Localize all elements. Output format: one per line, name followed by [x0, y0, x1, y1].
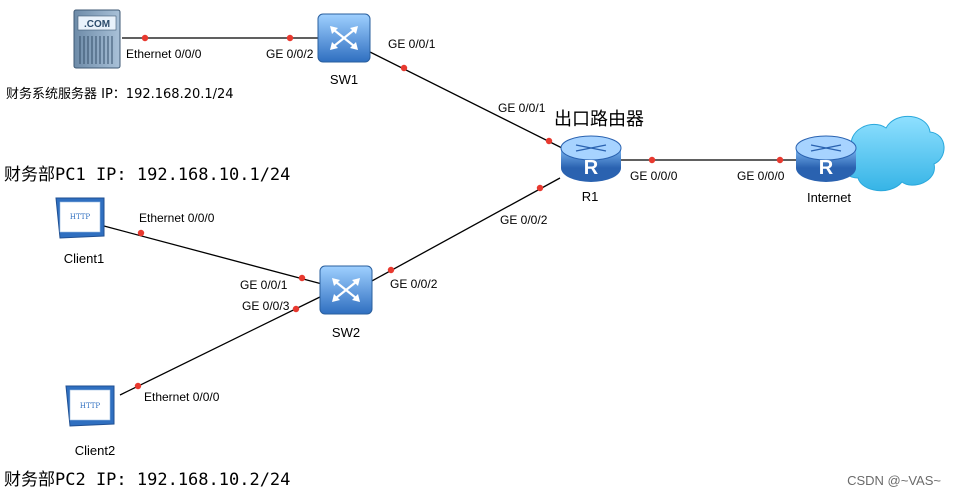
watermark: CSDN @~VAS~	[847, 473, 941, 488]
client-icon-client2[interactable]: HTTP	[65, 385, 115, 427]
router-icon-r1[interactable]: R	[560, 135, 622, 182]
sw1-label: SW1	[330, 72, 358, 87]
port-label: GE 0/0/2	[390, 277, 438, 291]
port-dot	[536, 184, 544, 192]
port-label: GE 0/0/1	[240, 278, 288, 292]
pc2-ip-note: 财务部PC2 IP: 192.168.10.2/24	[4, 470, 290, 490]
port-dot	[387, 266, 395, 274]
port-dot	[137, 229, 145, 237]
port-label: GE 0/0/1	[498, 101, 546, 115]
cloud-icon	[841, 115, 945, 192]
client-screen-text: HTTP	[80, 402, 101, 410]
port-label: GE 0/0/0	[737, 169, 785, 183]
pc1-ip-note: 财务部PC1 IP: 192.168.10.1/24	[4, 165, 290, 185]
port-dot	[134, 382, 142, 390]
switch-icon-sw2[interactable]	[319, 265, 373, 315]
port-label: GE 0/0/2	[266, 47, 314, 61]
server-icon[interactable]: .COM	[73, 9, 121, 69]
router-icon-internet[interactable]: R	[795, 135, 857, 182]
client1-label: Client1	[64, 251, 104, 266]
port-dot	[648, 156, 656, 164]
r1-label: R1	[582, 189, 599, 204]
link-client1-sw2	[103, 225, 323, 285]
port-label: GE 0/0/0	[630, 169, 678, 183]
router-glyph: R	[584, 157, 599, 179]
client-screen-text: HTTP	[70, 213, 91, 221]
link-r1-sw2	[369, 177, 561, 283]
port-dot	[400, 64, 408, 72]
port-label: Ethernet 0/0/0	[139, 211, 215, 225]
port-label: Ethernet 0/0/0	[126, 47, 202, 61]
port-dot	[545, 137, 553, 145]
server-ip-note: 财务系统服务器 IP：192.168.20.1/24	[6, 86, 234, 102]
router-glyph: R	[819, 157, 834, 179]
link-client2-sw2	[119, 295, 323, 396]
server-badge: .COM	[84, 19, 110, 30]
internet-label: Internet	[807, 190, 851, 205]
switch-icon-sw1[interactable]	[317, 13, 371, 63]
port-label: GE 0/0/1	[388, 37, 436, 51]
port-dot	[298, 274, 306, 282]
link-sw1-r1	[369, 51, 563, 149]
port-label: Ethernet 0/0/0	[144, 390, 220, 404]
port-dot	[776, 156, 784, 164]
port-dot	[286, 34, 294, 42]
port-dot	[141, 34, 149, 42]
port-dots	[134, 34, 784, 390]
port-label: GE 0/0/3	[242, 299, 290, 313]
client-icon-client1[interactable]: HTTP	[55, 197, 105, 239]
sw2-label: SW2	[332, 325, 360, 340]
client2-label: Client2	[75, 443, 115, 458]
router-title: 出口路由器	[554, 109, 644, 130]
port-label: GE 0/0/2	[500, 213, 548, 227]
port-dot	[292, 305, 300, 313]
